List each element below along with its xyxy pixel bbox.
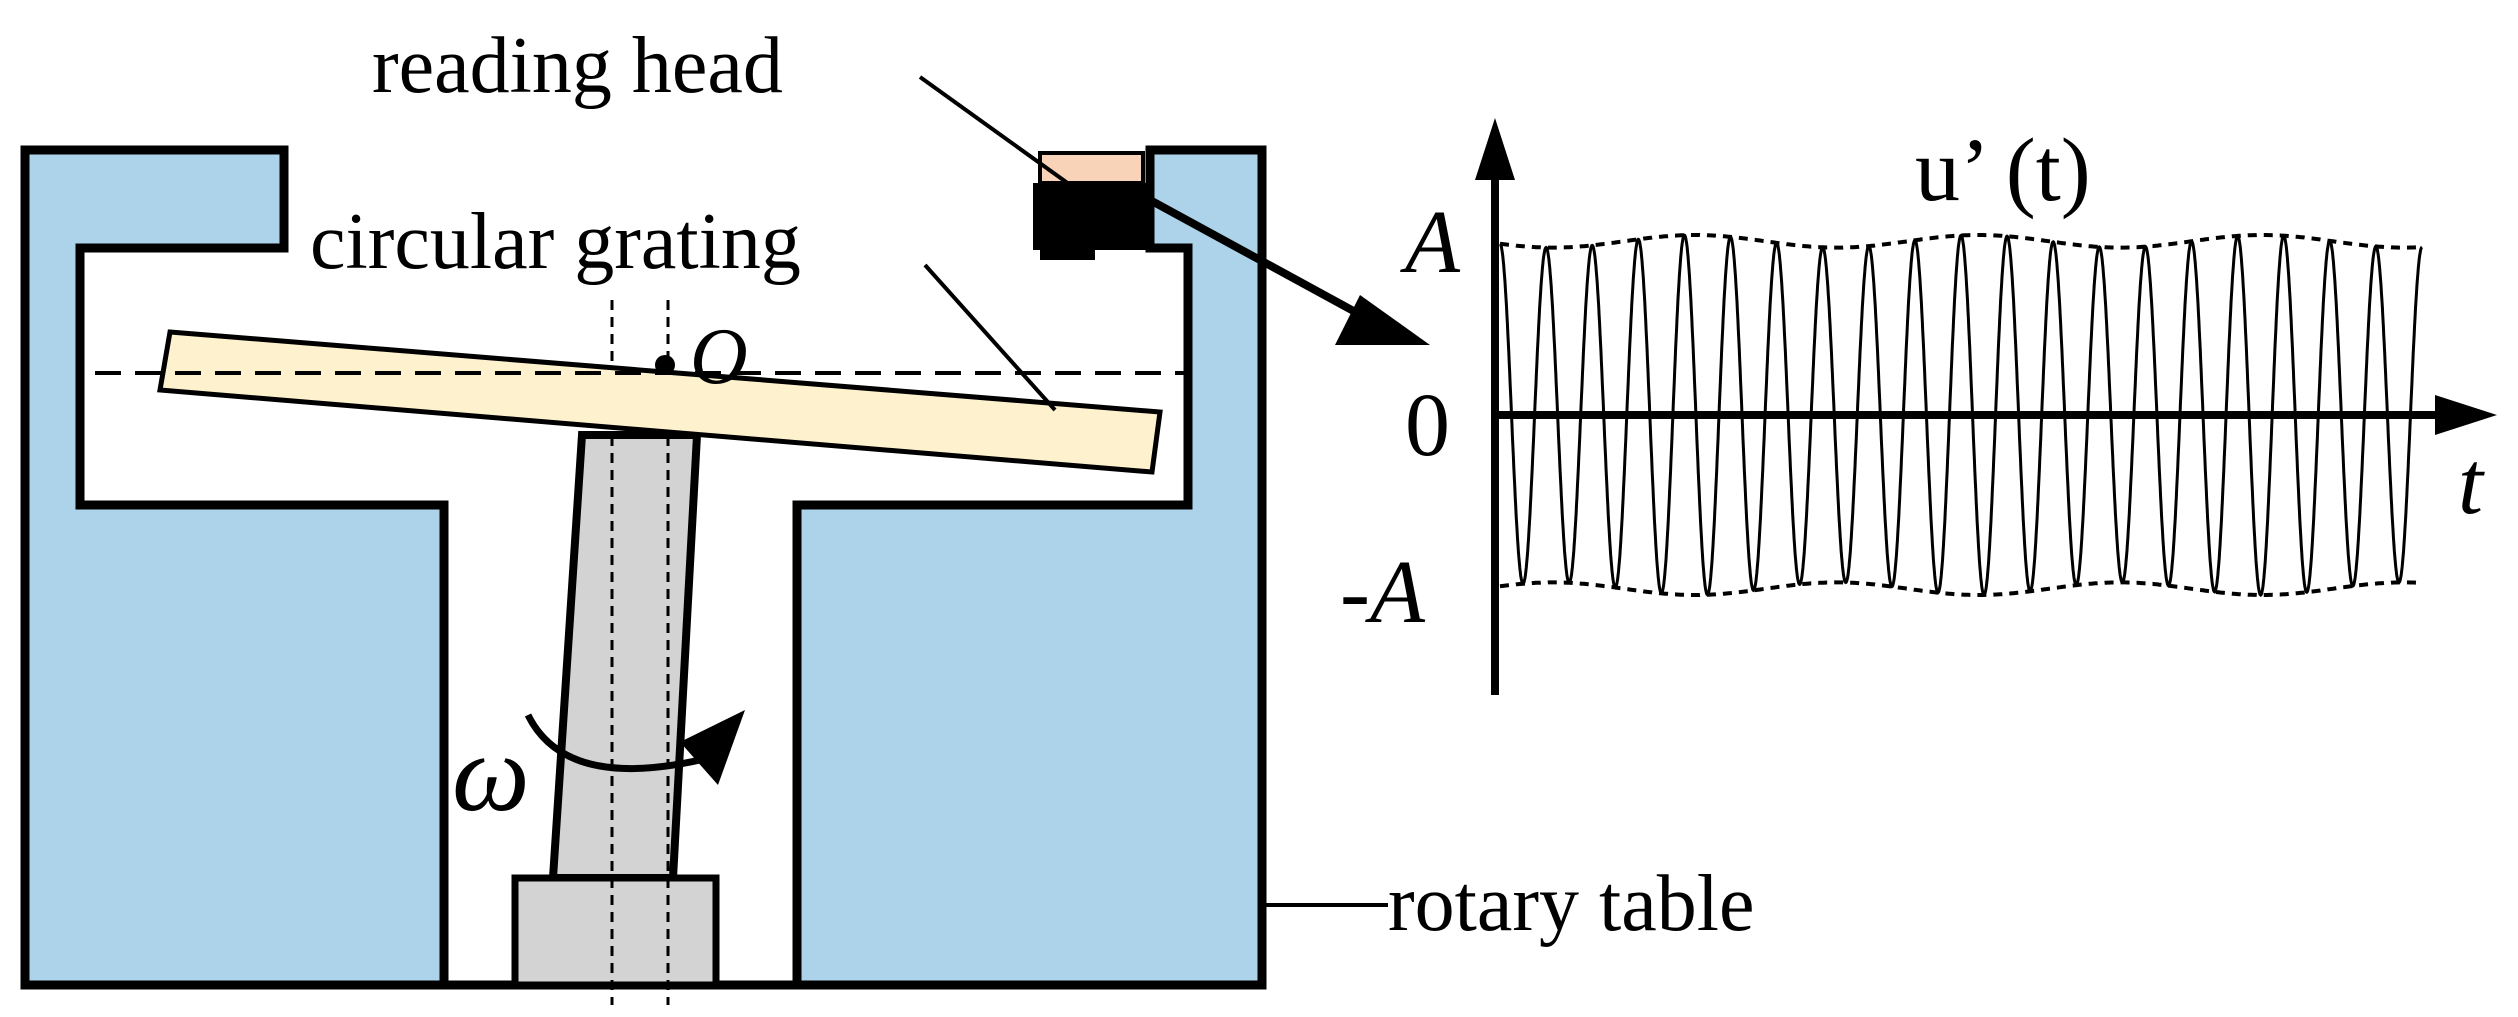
circular-grating-label: circular grating — [310, 198, 801, 286]
x-axis-label: t — [2458, 434, 2485, 533]
center-point-label: O — [690, 313, 748, 401]
signal-name-label: u’ (t) — [1915, 121, 2091, 220]
x-axis-arrowhead — [2435, 395, 2497, 435]
signal-waveform — [1499, 233, 2423, 598]
lower-envelope — [1499, 580, 2423, 597]
circular-grating — [157, 329, 1163, 475]
y-label-positive: A — [1400, 193, 1461, 292]
reading-head-leader — [918, 75, 1082, 194]
omega-label: ω — [452, 712, 530, 834]
upper-envelope — [1499, 233, 2423, 250]
shaft — [548, 431, 702, 882]
y-label-zero: 0 — [1405, 376, 1450, 475]
circular-grating-leader — [923, 263, 1057, 412]
rotation-arrow-head — [680, 710, 745, 785]
signal-arrow — [1148, 196, 1372, 324]
signal-arrow-head — [1335, 295, 1430, 345]
reading-head-label: reading head — [372, 22, 783, 110]
rotary-table-body — [20, 145, 1267, 990]
reading-head-body — [1033, 183, 1148, 250]
base-block — [511, 874, 720, 989]
signal-plot: A 0 -A t u’ (t) — [1340, 118, 2497, 695]
reading-head-sensor — [1038, 151, 1145, 185]
rotation-arrow — [524, 713, 701, 773]
rotary-table-label: rotary table — [1388, 860, 1754, 948]
reading-head-foot — [1040, 250, 1095, 260]
y-label-negative: -A — [1340, 543, 1426, 642]
center-point — [655, 355, 675, 375]
y-axis-arrowhead — [1475, 118, 1515, 180]
